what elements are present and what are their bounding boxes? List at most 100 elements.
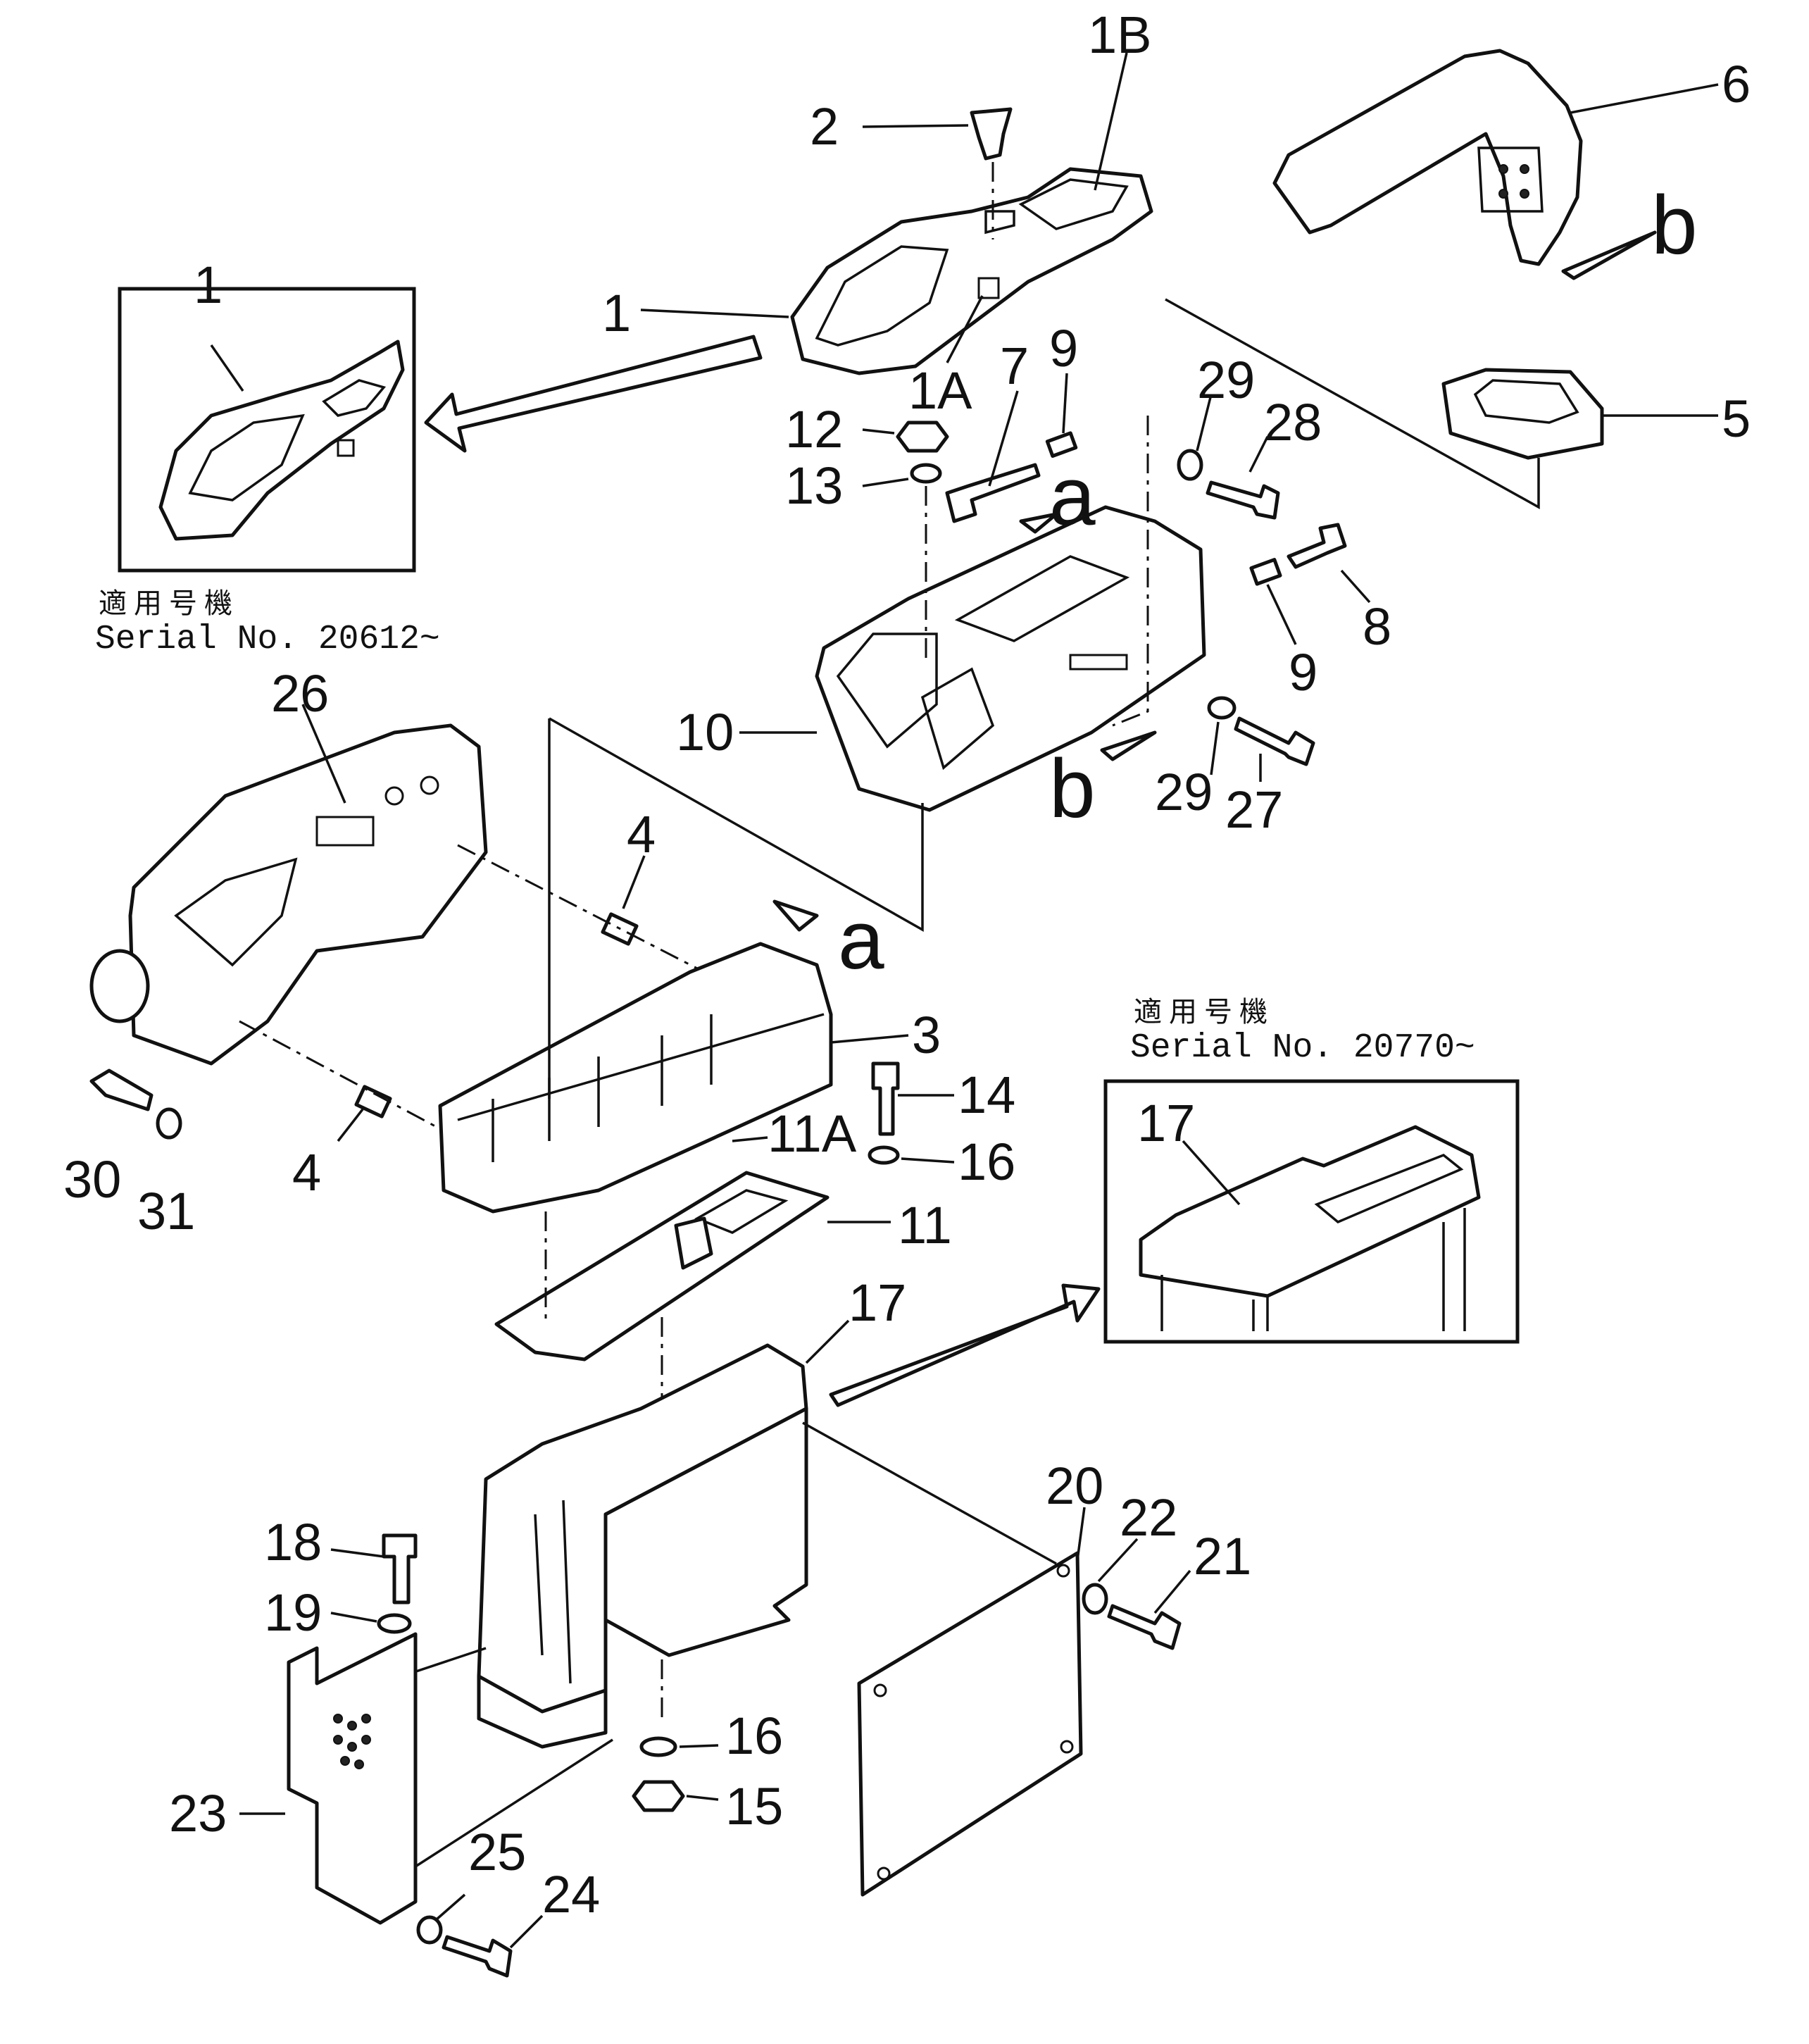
part-15-nut [632, 1780, 685, 1812]
leader-29b [1210, 721, 1220, 775]
axis-4b [239, 1020, 437, 1128]
part-4-collar-b [354, 1085, 392, 1118]
part-7-bolt [945, 463, 1041, 523]
part-19-washer [377, 1613, 412, 1634]
callout-14: 14 [958, 1066, 1015, 1124]
part-5-boot [1441, 368, 1604, 460]
callout-17-inset: 17 [1137, 1094, 1195, 1152]
part-23-cover [287, 1632, 418, 1925]
leader-8 [1340, 569, 1371, 604]
leader-19 [330, 1612, 377, 1623]
leader-20 [1076, 1507, 1086, 1561]
part-12-nut [896, 420, 949, 453]
callout-19: 19 [264, 1583, 322, 1642]
axis-4a [457, 844, 705, 973]
part-31-washer [156, 1107, 182, 1140]
part-25-washer [416, 1915, 443, 1945]
part-2-knob [970, 107, 1013, 161]
part-28-bolt [1206, 480, 1280, 520]
leader-4a [622, 855, 646, 909]
inset-1-serial: Serial No. 20612~ [95, 621, 440, 659]
leader-28 [1248, 436, 1269, 473]
arrow-to-inset-1 [424, 335, 763, 453]
callout-4a: 4 [627, 805, 656, 864]
callout-28: 28 [1264, 393, 1322, 451]
callout-15: 15 [725, 1777, 783, 1836]
part-30-bolt [89, 1068, 154, 1111]
leader-15 [686, 1795, 719, 1801]
leader-21 [1153, 1569, 1191, 1614]
callout-17: 17 [849, 1273, 906, 1332]
leader-1-inset [210, 344, 244, 392]
callout-2: 2 [810, 97, 839, 156]
part-21-bolt [1107, 1604, 1182, 1650]
part-27-bolt [1234, 716, 1315, 766]
part-3-box [438, 942, 833, 1214]
projection-upper [1165, 298, 1540, 509]
projection-20 [802, 1421, 1057, 1565]
leader-29a [1196, 394, 1213, 451]
leader-26 [301, 704, 346, 804]
callout-6: 6 [1722, 55, 1751, 113]
callout-24: 24 [542, 1865, 600, 1924]
callout-8: 8 [1363, 597, 1391, 656]
part-11-plate [494, 1171, 830, 1361]
callout-29b: 29 [1155, 763, 1213, 821]
leader-1 [640, 309, 789, 318]
callout-31: 31 [137, 1182, 195, 1240]
callout-b-top: b [1651, 179, 1698, 272]
callout-16a: 16 [958, 1133, 1015, 1191]
axis-mid [1112, 416, 1149, 727]
callout-7: 7 [1000, 337, 1029, 395]
callout-20: 20 [1046, 1457, 1103, 1515]
callout-12: 12 [785, 400, 843, 459]
part-17-stand [477, 1343, 808, 1749]
callout-a-low: a [838, 894, 884, 987]
callout-b-mid: b [1049, 742, 1096, 835]
arrow-b-mid [1100, 730, 1157, 761]
leader-24 [509, 1914, 544, 1949]
leader-9a [1062, 373, 1068, 434]
callout-1-inset: 1 [194, 256, 223, 314]
leader-18 [330, 1548, 384, 1558]
arrow-to-inset-17 [829, 1283, 1101, 1407]
callout-26: 26 [271, 664, 329, 723]
callout-22: 22 [1120, 1488, 1177, 1547]
arrow-b-top [1561, 230, 1657, 280]
part-16-washer-b [639, 1736, 677, 1757]
part-1-cover [790, 167, 1153, 375]
arrow-a-mid [1019, 512, 1058, 534]
leader-11a [732, 1136, 768, 1142]
callout-11a: 11A [768, 1104, 857, 1163]
inset-part-1 [118, 287, 416, 573]
part-14-bolt [871, 1061, 900, 1136]
callout-18: 18 [264, 1513, 322, 1571]
leader-17 [805, 1319, 850, 1364]
part-24-bolt [442, 1935, 513, 1978]
part-18-bolt [382, 1533, 418, 1604]
inset-17-serial: Serial No. 20770~ [1130, 1029, 1475, 1067]
leader-17-inset [1182, 1140, 1241, 1206]
leader-22 [1097, 1538, 1139, 1583]
part-20-panel [857, 1551, 1083, 1897]
leader-13 [862, 478, 909, 487]
part-9-collar-a [1045, 431, 1078, 458]
leader-1a [946, 295, 984, 363]
projection-box-top [549, 717, 924, 933]
leader-16b [679, 1744, 719, 1748]
inset-1-applicable-label: 適用号機 [99, 587, 239, 620]
projection-23 [415, 1738, 613, 1868]
callout-11: 11 [898, 1196, 952, 1254]
leader-7 [988, 390, 1019, 487]
leader-3 [830, 1034, 909, 1044]
callout-10: 10 [676, 703, 734, 761]
callout-a-mid: a [1049, 450, 1096, 543]
part-13-washer [910, 463, 942, 484]
leader-9b [1266, 584, 1297, 645]
leader-1b [1094, 52, 1128, 191]
callout-9b: 9 [1289, 643, 1317, 702]
part-29-washer-b [1207, 696, 1237, 720]
callout-3: 3 [912, 1006, 941, 1064]
leader-2 [862, 124, 969, 128]
